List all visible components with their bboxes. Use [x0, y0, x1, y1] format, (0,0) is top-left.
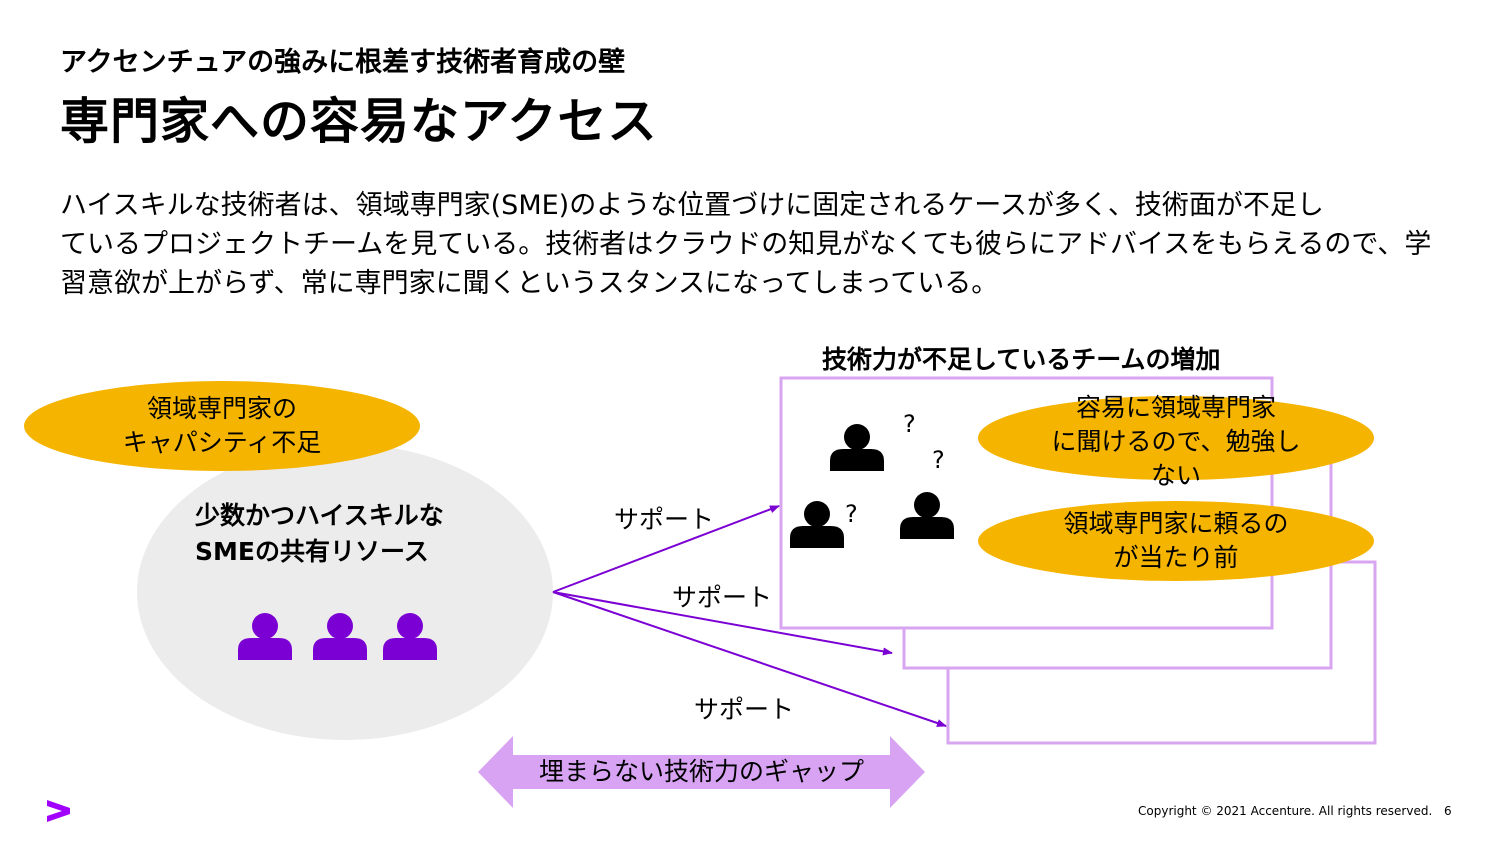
- bubble-easy: [978, 396, 1374, 480]
- question-mark: ?: [903, 410, 916, 438]
- body-line: 習意欲が上がらず、常に専門家に聞くというスタンスになってしまっている。: [60, 268, 999, 299]
- page-number: 6: [1444, 804, 1452, 818]
- support-arrows: [552, 505, 947, 727]
- body-line: ているプロジェクトチームを見ている。技術者はクラウドの知見がなくても彼らにアドバ…: [60, 229, 1432, 260]
- sme-pool-ellipse: [137, 444, 553, 740]
- body-text: ハイスキルな技術者は、領域専門家(SME)のような位置づけに固定されるケースが多…: [60, 186, 1460, 303]
- slide-title: 専門家への容易なアクセス: [60, 93, 658, 150]
- support-arrow: [552, 591, 893, 656]
- slide-subtitle: アクセンチュアの強みに根差す技術者育成の壁: [60, 47, 626, 78]
- support-label: サポート: [614, 505, 715, 534]
- bubble-depend: [978, 501, 1374, 581]
- team-header: 技術力が不足しているチームの増加: [822, 345, 1221, 374]
- support-arrow: [552, 505, 780, 593]
- capacity-line: キャパシティ不足: [122, 428, 322, 457]
- support-label: サポート: [672, 583, 773, 612]
- sme-line: SMEの共有リソース: [195, 537, 429, 566]
- support-arrow: [552, 591, 947, 727]
- bubble-easy-line: ない: [1150, 461, 1201, 490]
- bubble-depend-line: 領域専門家に頼るの: [1063, 509, 1289, 538]
- capacity-bubble: [24, 381, 420, 471]
- question-mark: ?: [932, 446, 945, 474]
- accenture-logo-icon: [47, 800, 70, 822]
- bubble-depend-text: 領域専門家に頼るの が当たり前: [1026, 507, 1326, 575]
- footer-copyright: Copyright © 2021 Accenture. All rights r…: [1138, 804, 1433, 818]
- question-mark: ?: [845, 500, 858, 528]
- capacity-bubble-text: 領域専門家の キャパシティ不足: [112, 392, 332, 460]
- capacity-line: 領域専門家の: [146, 394, 297, 423]
- gap-label: 埋まらない技術力のギャップ: [538, 757, 864, 786]
- bubble-easy-line: に聞けるので、勉強し: [1051, 427, 1301, 456]
- sme-line: 少数かつハイスキルな: [195, 501, 444, 530]
- sme-people: [238, 613, 437, 660]
- body-line: ハイスキルな技術者は、領域専門家(SME)のような位置づけに固定されるケースが多…: [60, 190, 1324, 221]
- sme-pool-text: 少数かつハイスキルな SMEの共有リソース: [195, 498, 444, 570]
- bubble-depend-line: が当たり前: [1113, 543, 1239, 572]
- support-label: サポート: [694, 695, 795, 724]
- bubble-easy-line: 容易に領域専門家: [1075, 393, 1276, 422]
- gap-double-arrow: [478, 736, 925, 808]
- bubble-easy-text: 容易に領域専門家 に聞けるので、勉強し ない: [1026, 391, 1326, 493]
